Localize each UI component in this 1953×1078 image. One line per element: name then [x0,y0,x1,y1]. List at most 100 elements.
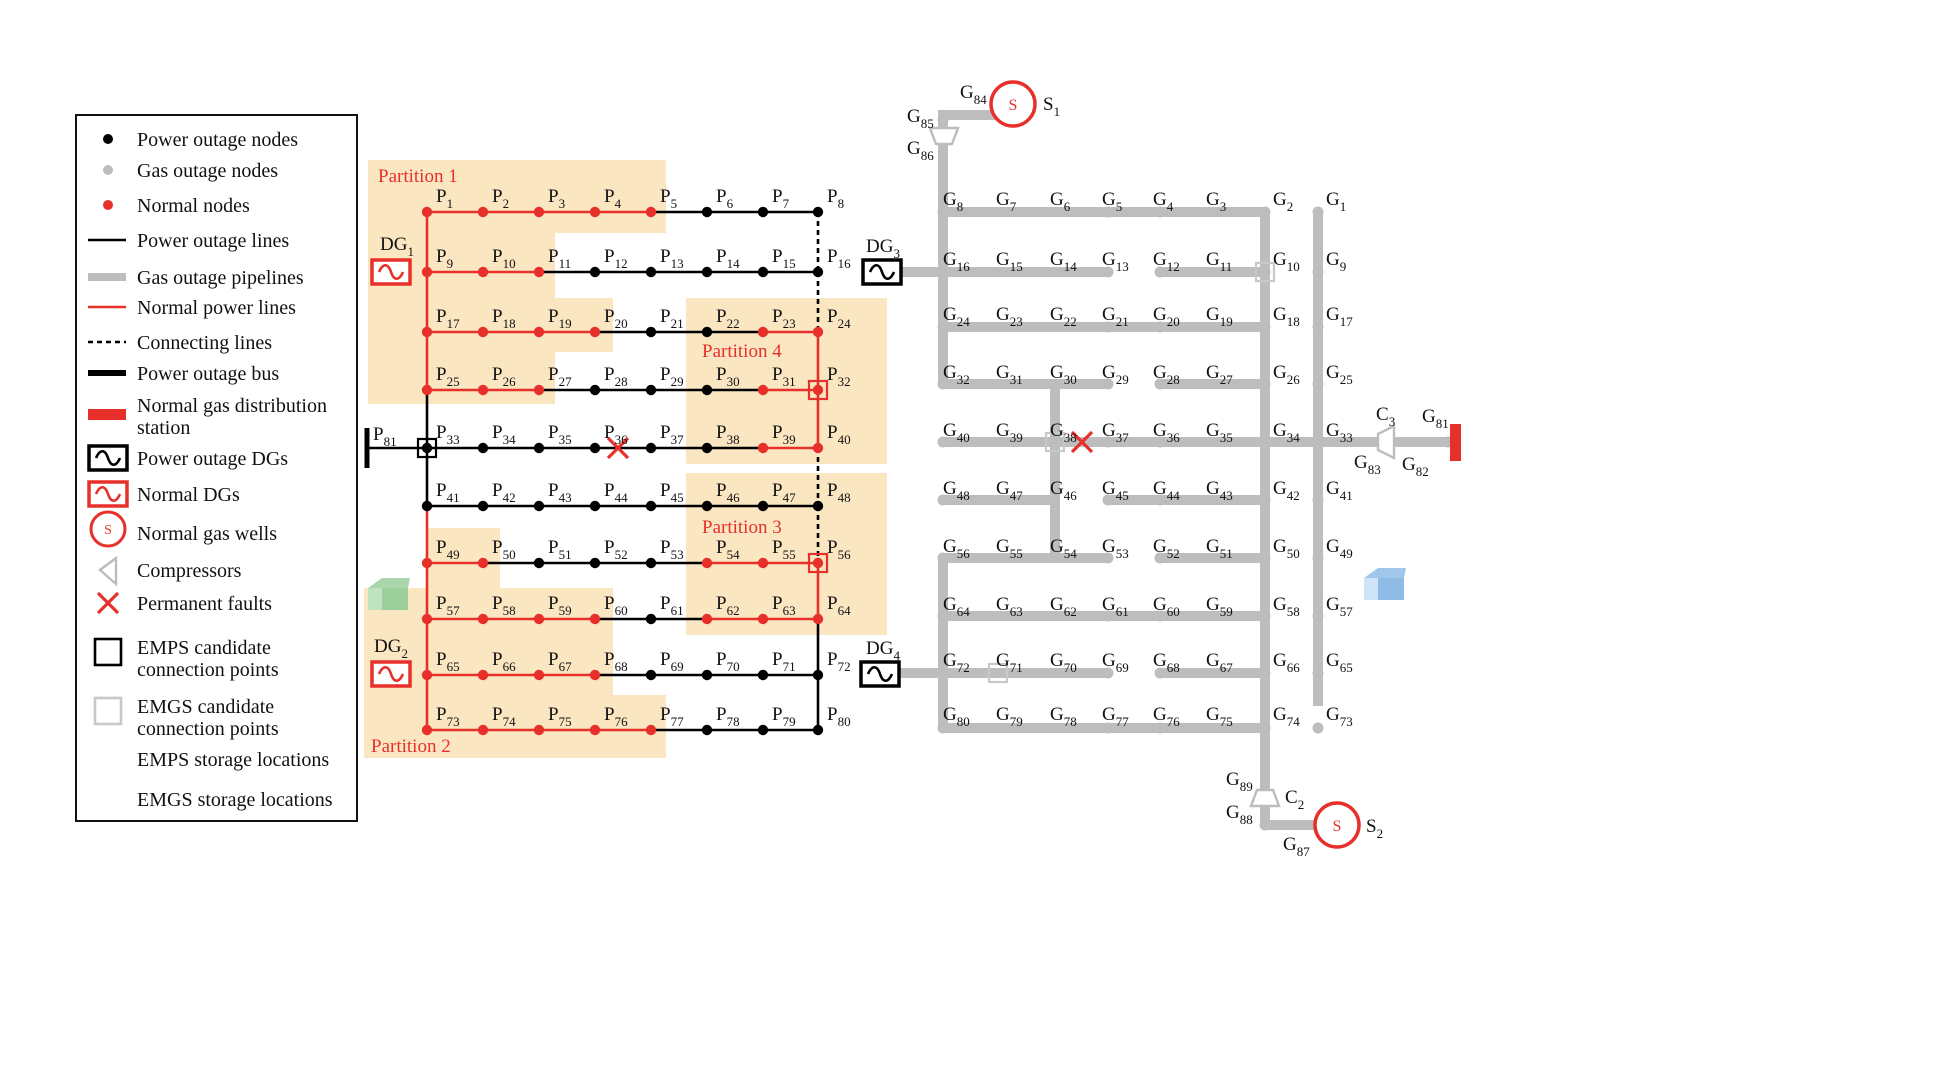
compressor-c-g85 [928,126,960,146]
power-node-label-p70: P70 [716,649,740,674]
power-node-p69 [645,669,657,681]
gas-node-label-g69: G69 [1102,650,1129,675]
gas-node-dot [1102,494,1114,506]
gas-node-dot [1259,321,1271,333]
emps-candidate-point [807,552,829,574]
power-node-p10 [477,266,489,278]
gas-node-label-g46: G46 [1050,478,1077,503]
emgs-storage-location-roof [1364,568,1406,578]
power-node-p23 [757,326,769,338]
legend-item-normal-dg: Normal DGs [87,480,240,508]
power-node-label-p56: P56 [827,537,851,562]
gas-node-dot [1259,610,1271,622]
well-label-s1: S1 [1043,94,1060,119]
emps-storage-location [368,578,410,610]
power-node-p56 [812,557,824,569]
gas-well-s1-letter: S [1009,97,1018,114]
gas-node-dot [1102,667,1114,679]
gas-node-label-g1: G1 [1326,189,1346,214]
gas-node-label-g12: G12 [1153,249,1180,274]
legend-swatch-gas-outage-node [103,165,113,175]
legend-swatch-power-outage-dg-wave [94,449,122,467]
power-node-label-p42: P42 [492,480,516,505]
gas-node-label-g16: G16 [943,249,970,274]
power-node-label-p30: P30 [716,364,740,389]
gas-well-s1: S [989,80,1037,128]
power-node-p76 [589,724,601,736]
partition-label-2: Partition 2 [371,736,451,757]
legend-item-normal-node: Normal nodes [103,195,250,217]
gas-node-dot [1259,552,1271,564]
gas-node-dot [1154,436,1166,448]
power-node-label-p49: P49 [436,537,460,562]
dg-label-1: DG1 [380,234,414,259]
power-node-p1 [421,206,433,218]
power-node-p66 [477,669,489,681]
power-node-label-p48: P48 [827,480,851,505]
power-node-label-p20: P20 [604,306,628,331]
gas-node-label-g70: G70 [1050,650,1077,675]
power-node-label-p12: P12 [604,246,628,271]
gas-node-label-g47: G47 [996,478,1023,503]
power-node-p42 [477,500,489,512]
power-node-label-p53: P53 [660,537,684,562]
power-node-label-p11: P11 [548,246,571,271]
gas-node-label-g22: G22 [1050,304,1077,329]
power-node-p71 [757,669,769,681]
dg4-symbol-wave [866,665,894,683]
legend-item-compressor: Compressors [98,555,242,587]
power-node-label-p79: P79 [772,704,796,729]
dg-label-3: DG3 [866,236,900,261]
gas-node-label-g84: G84 [960,82,987,107]
power-node-p19 [533,326,545,338]
power-node-p7 [757,206,769,218]
power-node-p44 [589,500,601,512]
emps-candidate-point [807,379,829,401]
power-node-p33 [421,442,433,454]
power-node-p53 [645,557,657,569]
power-node-label-p5: P5 [660,186,677,211]
emgs-candidate-point [1044,431,1066,453]
power-node-p14 [701,266,713,278]
network-nodes [421,114,1454,831]
power-node-p49 [421,557,433,569]
power-node-p39 [757,442,769,454]
power-node-p68 [589,669,601,681]
power-node-label-p34: P34 [492,422,516,447]
power-node-label-p73: P73 [436,704,460,729]
power-node-label-p24: P24 [827,306,851,331]
gas-node-label-g10: G10 [1273,249,1300,274]
power-node-p67 [533,669,545,681]
legend-label-power-outage-bus: Power outage bus [137,363,279,385]
partition-3-area [686,473,887,635]
power-node-p60 [589,613,601,625]
power-node-p11 [533,266,545,278]
power-node-p58 [477,613,489,625]
gas-node-label-g79: G79 [996,704,1023,729]
gas-node-label-g58: G58 [1273,594,1300,619]
legend-item-power-outage-dg: Power outage DGs [87,444,288,472]
power-node-label-p17: P17 [436,306,460,331]
power-node-p30 [701,384,713,396]
power-node-label-p35: P35 [548,422,572,447]
gas-node-label-g2: G2 [1273,189,1293,214]
legend-item-emps-storage: EMPS storage locations [137,749,329,771]
power-node-label-p29: P29 [660,364,684,389]
compressor-c3 [1376,424,1396,460]
legend-swatch-power-outage-node [103,134,113,144]
power-node-label-p45: P45 [660,480,684,505]
gas-node-label-g75: G75 [1206,704,1233,729]
gas-node-label-g54: G54 [1050,536,1077,561]
power-node-p31 [757,384,769,396]
normal-gas-distribution-station [1450,424,1461,461]
gas-node-label-g3: G3 [1206,189,1226,214]
dg3-symbol [861,258,903,286]
legend-swatch-fault-b [96,591,120,615]
permanent-fault-p36 [606,436,630,460]
power-node-label-p61: P61 [660,593,684,618]
gas-node-dot [937,667,949,679]
